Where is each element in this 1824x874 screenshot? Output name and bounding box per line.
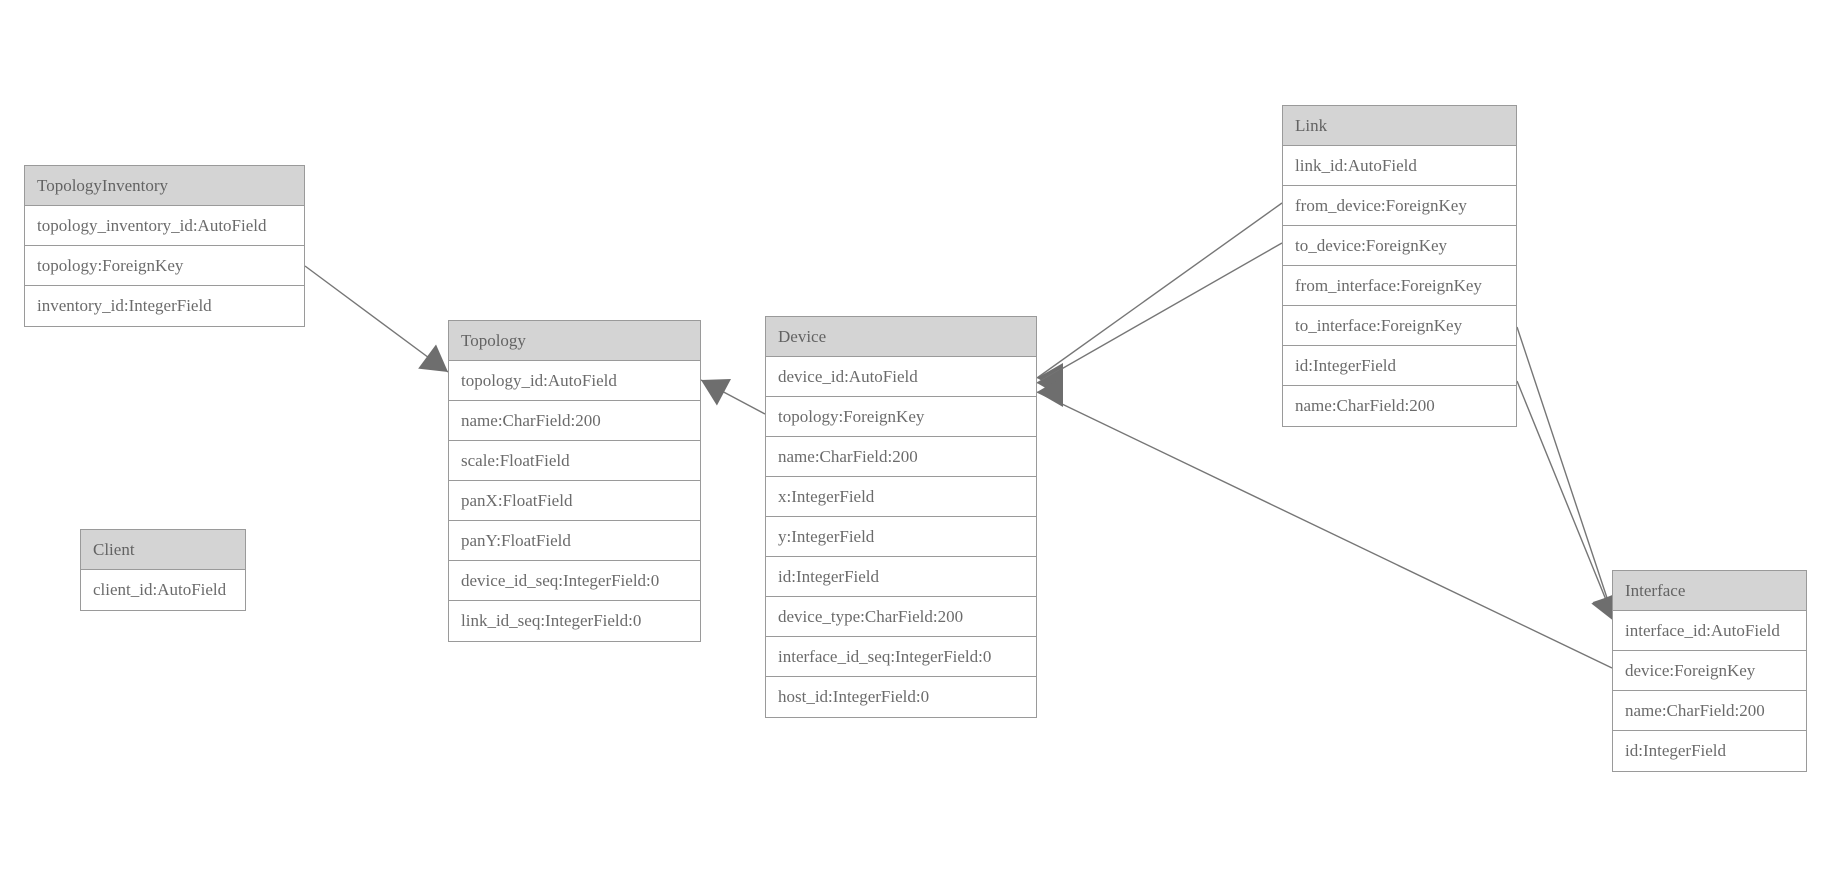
entity-attribute: topology:ForeignKey xyxy=(25,246,304,286)
relationship-line xyxy=(1036,242,1283,384)
entity-title-topology: Topology xyxy=(449,321,700,361)
entity-attribute: scale:FloatField xyxy=(449,441,700,481)
relationship-topologyinventory-topology xyxy=(304,265,449,373)
entity-attribute: y:IntegerField xyxy=(766,517,1036,557)
entity-attribute: name:CharField:200 xyxy=(449,401,700,441)
entity-attribute: x:IntegerField xyxy=(766,477,1036,517)
entity-attribute: device_type:CharField:200 xyxy=(766,597,1036,637)
entity-attribute: to_interface:ForeignKey xyxy=(1283,306,1516,346)
entity-attribute: device_id_seq:IntegerField:0 xyxy=(449,561,700,601)
relationship-line xyxy=(1036,391,1613,669)
entity-attribute: device_id:AutoField xyxy=(766,357,1036,397)
entity-attribute: id:IntegerField xyxy=(1613,731,1806,771)
entity-attribute: name:CharField:200 xyxy=(1283,386,1516,426)
entity-attribute: panX:FloatField xyxy=(449,481,700,521)
entity-attribute: id:IntegerField xyxy=(766,557,1036,597)
entity-attribute: client_id:AutoField xyxy=(81,570,245,610)
entity-attribute: name:CharField:200 xyxy=(1613,691,1806,731)
relationship-line xyxy=(1516,326,1616,623)
entity-attribute: to_device:ForeignKey xyxy=(1283,226,1516,266)
relationship-link-from_device-device xyxy=(1036,202,1283,393)
relationship-device-topology xyxy=(700,378,766,415)
entity-attribute: from_interface:ForeignKey xyxy=(1283,266,1516,306)
entity-attribute: topology_inventory_id:AutoField xyxy=(25,206,304,246)
relationship-line xyxy=(304,265,449,373)
entity-attribute: interface_id:AutoField xyxy=(1613,611,1806,651)
entity-attribute: name:CharField:200 xyxy=(766,437,1036,477)
entity-attribute: link_id_seq:IntegerField:0 xyxy=(449,601,700,641)
relationship-arrowhead xyxy=(1037,363,1063,393)
entity-attribute: device:ForeignKey xyxy=(1613,651,1806,691)
entity-title-topologyinventory: TopologyInventory xyxy=(25,166,304,206)
entity-title-link: Link xyxy=(1283,106,1516,146)
entity-title-interface: Interface xyxy=(1613,571,1806,611)
relationship-arrowhead xyxy=(1037,377,1063,407)
entity-attribute: panY:FloatField xyxy=(449,521,700,561)
relationship-arrowhead xyxy=(1037,368,1063,398)
relationship-link-to_device-device xyxy=(1036,242,1283,398)
entity-title-client: Client xyxy=(81,530,245,570)
relationship-line xyxy=(700,379,766,415)
entity-attribute: topology_id:AutoField xyxy=(449,361,700,401)
entity-attribute: inventory_id:IntegerField xyxy=(25,286,304,326)
entity-attribute: from_device:ForeignKey xyxy=(1283,186,1516,226)
entity-attribute: link_id:AutoField xyxy=(1283,146,1516,186)
relationship-line xyxy=(1516,380,1616,623)
entity-attribute: host_id:IntegerField:0 xyxy=(766,677,1036,717)
entity-title-device: Device xyxy=(766,317,1036,357)
entity-attribute: topology:ForeignKey xyxy=(766,397,1036,437)
relationship-line xyxy=(1036,202,1283,379)
entity-attribute: id:IntegerField xyxy=(1283,346,1516,386)
entity-attribute: interface_id_seq:IntegerField:0 xyxy=(766,637,1036,677)
